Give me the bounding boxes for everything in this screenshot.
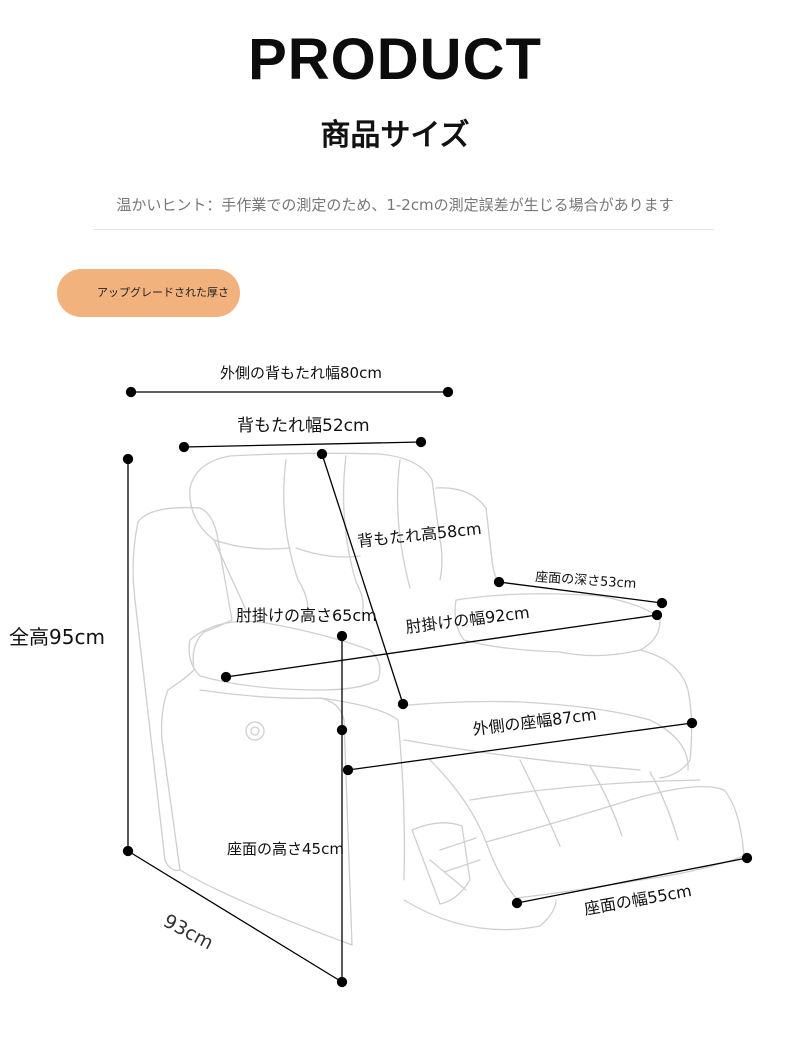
- endpoint-dot: [336, 724, 348, 736]
- endpoint-dot: [342, 764, 354, 776]
- back-width-line: [183, 441, 422, 448]
- endpoint-dot: [397, 698, 409, 710]
- recliner-sketch: [132, 452, 745, 946]
- page-title: PRODUCT: [248, 27, 542, 92]
- outer-back-width-label: 外側の背もたれ幅80cm: [220, 364, 382, 382]
- endpoint-dot: [442, 386, 454, 398]
- endpoint-dot: [125, 386, 137, 398]
- page-subtitle: 商品サイズ: [320, 118, 470, 153]
- seat-depth-line: [498, 581, 663, 604]
- endpoint-dot: [651, 609, 663, 621]
- seat-width-line: [516, 857, 748, 904]
- endpoint-dot: [493, 576, 505, 588]
- back-height-line: [321, 453, 404, 705]
- endpoint-dot: [220, 671, 232, 683]
- endpoint-dot: [686, 717, 698, 729]
- endpoint-dot: [316, 448, 328, 460]
- endpoint-dot: [511, 897, 523, 909]
- dimension-lines: [122, 386, 753, 988]
- endpoint-dot: [178, 441, 190, 453]
- total-height-label: 全高95cm: [9, 625, 105, 649]
- depth-line: [127, 850, 343, 983]
- measurement-hint: 温かいヒント：手作業での測定のため、1-2cmの測定誤差が生じる場合があります: [116, 196, 674, 214]
- endpoint-dot: [741, 852, 753, 864]
- back-width-label: 背もたれ幅52cm: [237, 416, 370, 436]
- endpoint-dot: [656, 597, 668, 609]
- armrest-width-line: [225, 614, 658, 678]
- upgrade-badge: アップグレードされた厚さ: [57, 269, 240, 317]
- outer-seat-width-line: [347, 722, 693, 771]
- endpoint-dot: [415, 436, 427, 448]
- seat-height-label: 座面の高さ45cm: [227, 840, 344, 858]
- endpoint-dot: [122, 845, 134, 857]
- armrest-height-label: 肘掛けの高さ65cm: [236, 606, 377, 625]
- endpoint-dot: [122, 453, 134, 465]
- endpoint-dot: [336, 630, 348, 642]
- endpoint-dot: [336, 976, 348, 988]
- divider: [93, 229, 714, 230]
